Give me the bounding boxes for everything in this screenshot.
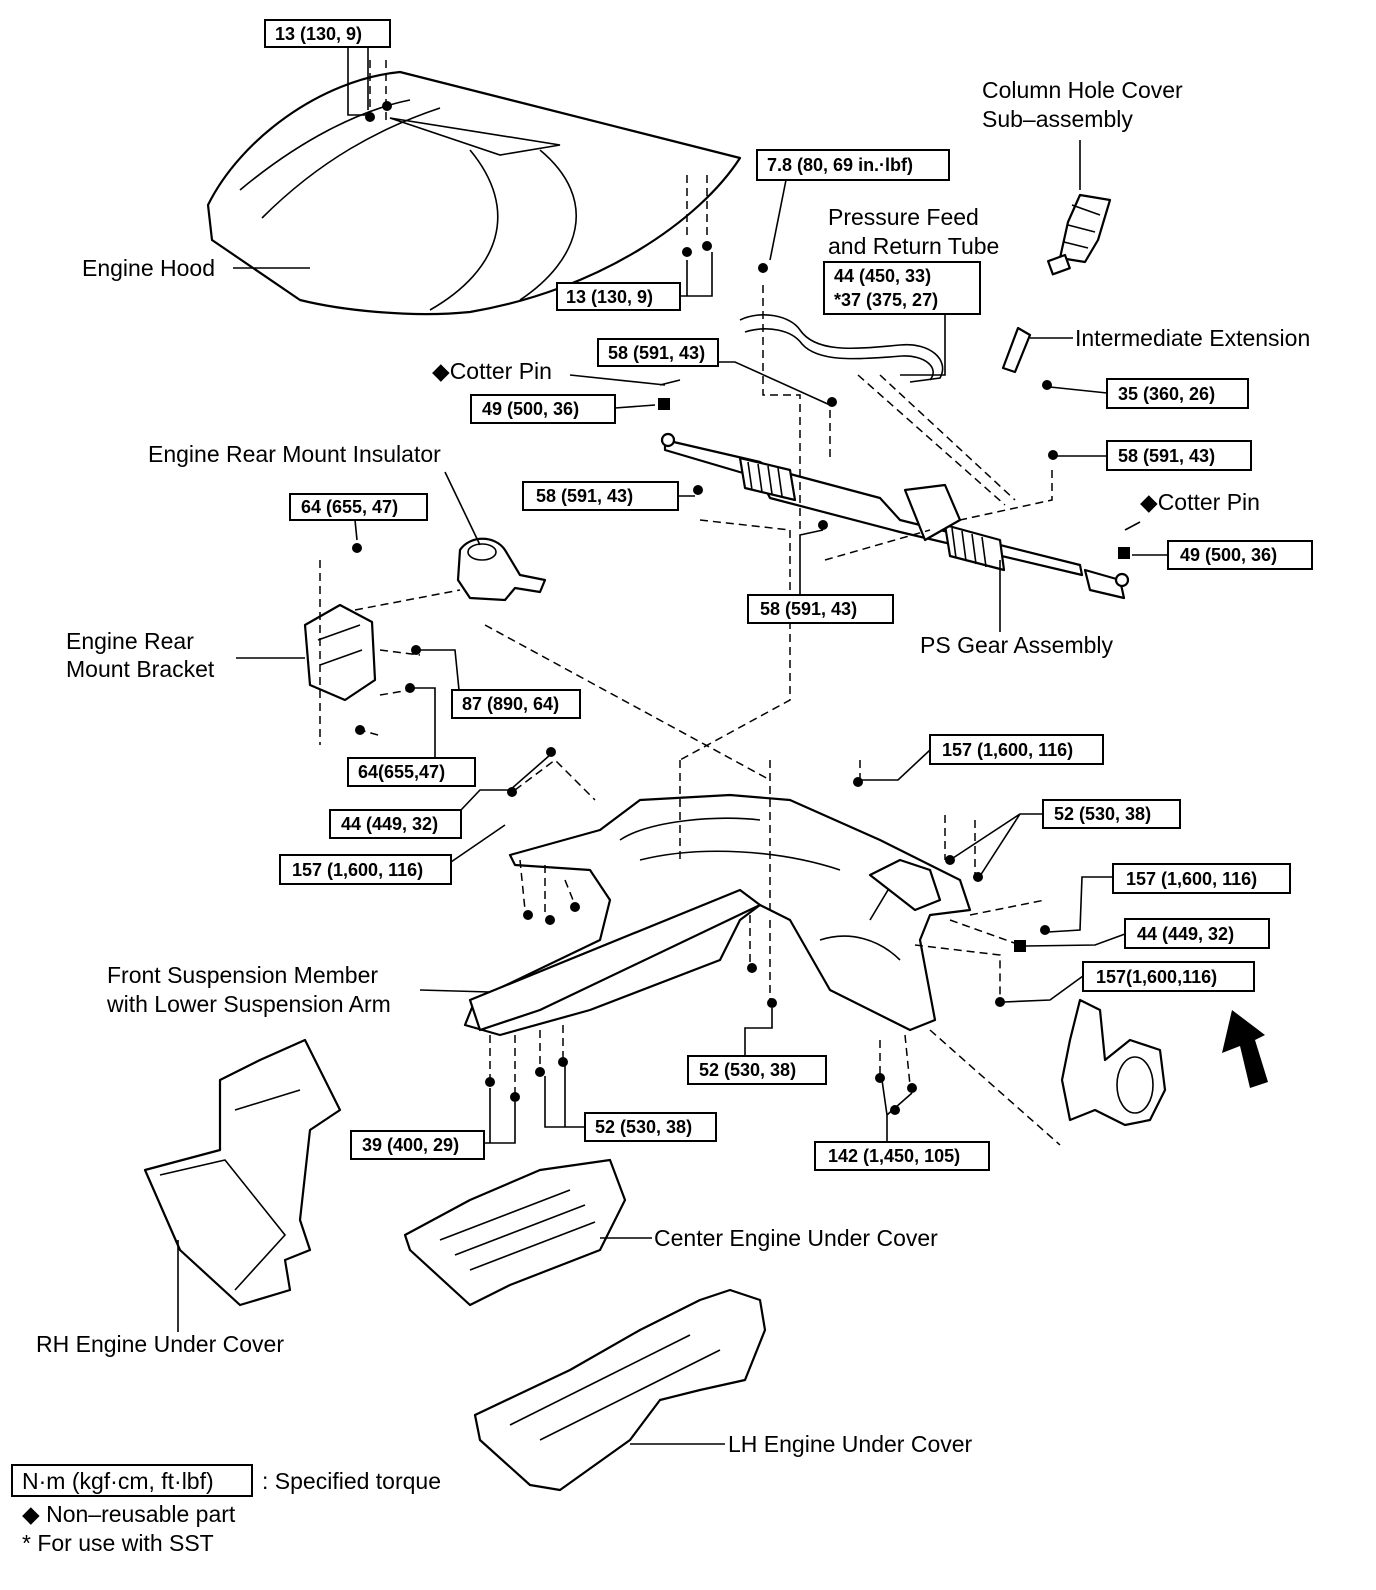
torque-box: 44 (450, 33) *37 (375, 27) bbox=[823, 261, 981, 315]
torque-box: 52 (530, 38) bbox=[584, 1112, 717, 1142]
front-suspension-member-drawing bbox=[463, 793, 972, 1037]
svg-text:44 (449, 32): 44 (449, 32) bbox=[341, 814, 438, 834]
svg-text:87 (890, 64): 87 (890, 64) bbox=[462, 694, 559, 714]
svg-text:58 (591, 43): 58 (591, 43) bbox=[608, 343, 705, 363]
torque-box: 44 (449, 32) bbox=[329, 809, 462, 839]
svg-text:52 (530, 38): 52 (530, 38) bbox=[595, 1117, 692, 1137]
label-rh-engine-under-cover: RH Engine Under Cover bbox=[36, 1331, 284, 1357]
rh-engine-under-cover-drawing bbox=[143, 1038, 342, 1307]
center-engine-under-cover-drawing bbox=[403, 1158, 627, 1307]
steering-knuckle-drawing bbox=[1060, 998, 1167, 1127]
legend-unit-box bbox=[11, 1464, 253, 1497]
torque-box: 157 (1,600, 116) bbox=[1112, 863, 1291, 894]
torque-box: 52 (530, 38) bbox=[1042, 799, 1181, 829]
svg-text:64 (655, 47): 64 (655, 47) bbox=[301, 497, 398, 517]
engine-hood-drawing bbox=[206, 70, 742, 316]
svg-text:52 (530, 38): 52 (530, 38) bbox=[699, 1060, 796, 1080]
torque-box: 49 (500, 36) bbox=[1167, 540, 1313, 570]
legend-unit-text: N·m (kgf·cm, ft·lbf) bbox=[22, 1468, 214, 1494]
torque-specs: 13 (130, 9) 13 (130, 9) 7.8 (80, 69 in.·… bbox=[264, 19, 1313, 1171]
torque-box: 44 (449, 32) bbox=[1124, 918, 1270, 949]
intermediate-extension-drawing bbox=[1001, 326, 1032, 374]
torque-box: 35 (360, 26) bbox=[1106, 378, 1249, 409]
label-column-hole-cover-line1: Column Hole Cover bbox=[982, 77, 1183, 103]
torque-box: 157 (1,600, 116) bbox=[929, 734, 1104, 765]
svg-text:157 (1,600, 116): 157 (1,600, 116) bbox=[292, 860, 423, 880]
engine-rear-mount-insulator-drawing bbox=[456, 537, 547, 602]
label-pressure-feed-line1: Pressure Feed bbox=[828, 204, 979, 230]
svg-text:49 (500, 36): 49 (500, 36) bbox=[1180, 545, 1277, 565]
engine-rear-mount-bracket-drawing bbox=[303, 603, 377, 702]
torque-box: 13 (130, 9) bbox=[264, 19, 391, 48]
column-hole-cover-drawing bbox=[1046, 193, 1112, 276]
label-cotter-pin-left: ◆Cotter Pin bbox=[432, 358, 552, 384]
legend: N·m (kgf·cm, ft·lbf) : Specified torque … bbox=[11, 1464, 441, 1556]
torque-box: 157(1,600,116) bbox=[1082, 961, 1255, 992]
svg-text:64(655,47): 64(655,47) bbox=[358, 762, 445, 782]
legend-non-reusable: ◆ Non–reusable part bbox=[22, 1501, 236, 1527]
svg-text:58 (591, 43): 58 (591, 43) bbox=[536, 486, 633, 506]
label-center-engine-under-cover: Center Engine Under Cover bbox=[654, 1225, 938, 1251]
label-engine-hood: Engine Hood bbox=[82, 255, 215, 281]
svg-text:7.8 (80, 69 in.·lbf): 7.8 (80, 69 in.·lbf) bbox=[767, 155, 913, 175]
lh-engine-under-cover-drawing bbox=[473, 1288, 767, 1492]
svg-text:52 (530, 38): 52 (530, 38) bbox=[1054, 804, 1151, 824]
svg-text:44 (450, 33): 44 (450, 33) bbox=[834, 266, 931, 286]
label-front-suspension-member-line1: Front Suspension Member bbox=[107, 962, 378, 988]
torque-box: 58 (591, 43) bbox=[1106, 440, 1252, 471]
svg-text:44 (449, 32): 44 (449, 32) bbox=[1137, 924, 1234, 944]
torque-box: 142 (1,450, 105) bbox=[814, 1141, 990, 1171]
label-engine-rear-mount-bracket-line2: Mount Bracket bbox=[66, 656, 215, 682]
svg-text:49 (500, 36): 49 (500, 36) bbox=[482, 399, 579, 419]
label-pressure-feed-line2: and Return Tube bbox=[828, 233, 999, 259]
assembly-guide-lines bbox=[319, 60, 1061, 1146]
label-lh-engine-under-cover: LH Engine Under Cover bbox=[728, 1431, 973, 1457]
legend-sst: * For use with SST bbox=[22, 1530, 214, 1556]
svg-text:35 (360, 26): 35 (360, 26) bbox=[1118, 384, 1215, 404]
ps-gear-assembly-drawing bbox=[660, 432, 1130, 600]
torque-box: 64 (655, 47) bbox=[289, 493, 428, 521]
legend-specified-torque: : Specified torque bbox=[262, 1468, 441, 1494]
fasteners bbox=[352, 101, 1141, 1115]
label-column-hole-cover-line2: Sub–assembly bbox=[982, 106, 1133, 132]
torque-box: 39 (400, 29) bbox=[350, 1130, 485, 1160]
torque-box: 58 (591, 43) bbox=[597, 338, 719, 367]
torque-box: 157 (1,600, 116) bbox=[279, 854, 452, 885]
torque-box: 13 (130, 9) bbox=[556, 282, 681, 311]
label-front-suspension-member-line2: with Lower Suspension Arm bbox=[106, 991, 391, 1017]
torque-box: 7.8 (80, 69 in.·lbf) bbox=[756, 149, 950, 181]
svg-text:13 (130, 9): 13 (130, 9) bbox=[566, 287, 653, 307]
svg-text:39 (400, 29): 39 (400, 29) bbox=[362, 1135, 459, 1155]
svg-text:157 (1,600, 116): 157 (1,600, 116) bbox=[942, 740, 1073, 760]
torque-box: 52 (530, 38) bbox=[687, 1055, 827, 1085]
torque-box: 64(655,47) bbox=[347, 757, 476, 787]
label-ps-gear-assembly: PS Gear Assembly bbox=[920, 632, 1114, 658]
svg-text:58 (591, 43): 58 (591, 43) bbox=[760, 599, 857, 619]
leader-lines bbox=[177, 46, 1168, 1445]
torque-box: 87 (890, 64) bbox=[451, 689, 581, 719]
label-engine-rear-mount-insulator: Engine Rear Mount Insulator bbox=[148, 441, 441, 467]
torque-box: 58 (591, 43) bbox=[747, 594, 894, 624]
svg-text:157 (1,600, 116): 157 (1,600, 116) bbox=[1126, 869, 1257, 889]
torque-box: 49 (500, 36) bbox=[470, 394, 616, 424]
torque-box: 58 (591, 43) bbox=[522, 481, 679, 511]
label-intermediate-extension: Intermediate Extension bbox=[1075, 325, 1310, 351]
pressure-feed-tube-drawing bbox=[739, 314, 944, 383]
part-labels: Engine Hood Column Hole Cover Sub–assemb… bbox=[36, 77, 1310, 1457]
label-engine-rear-mount-bracket-line1: Engine Rear bbox=[66, 628, 194, 654]
svg-text:157(1,600,116): 157(1,600,116) bbox=[1096, 967, 1217, 987]
svg-text:142 (1,450, 105): 142 (1,450, 105) bbox=[828, 1146, 960, 1166]
svg-text:58 (591, 43): 58 (591, 43) bbox=[1118, 446, 1215, 466]
svg-text:*37 (375, 27): *37 (375, 27) bbox=[834, 290, 938, 310]
svg-text:13 (130, 9): 13 (130, 9) bbox=[275, 24, 362, 44]
label-cotter-pin-right: ◆Cotter Pin bbox=[1140, 489, 1260, 515]
front-direction-arrow bbox=[1222, 1010, 1268, 1088]
